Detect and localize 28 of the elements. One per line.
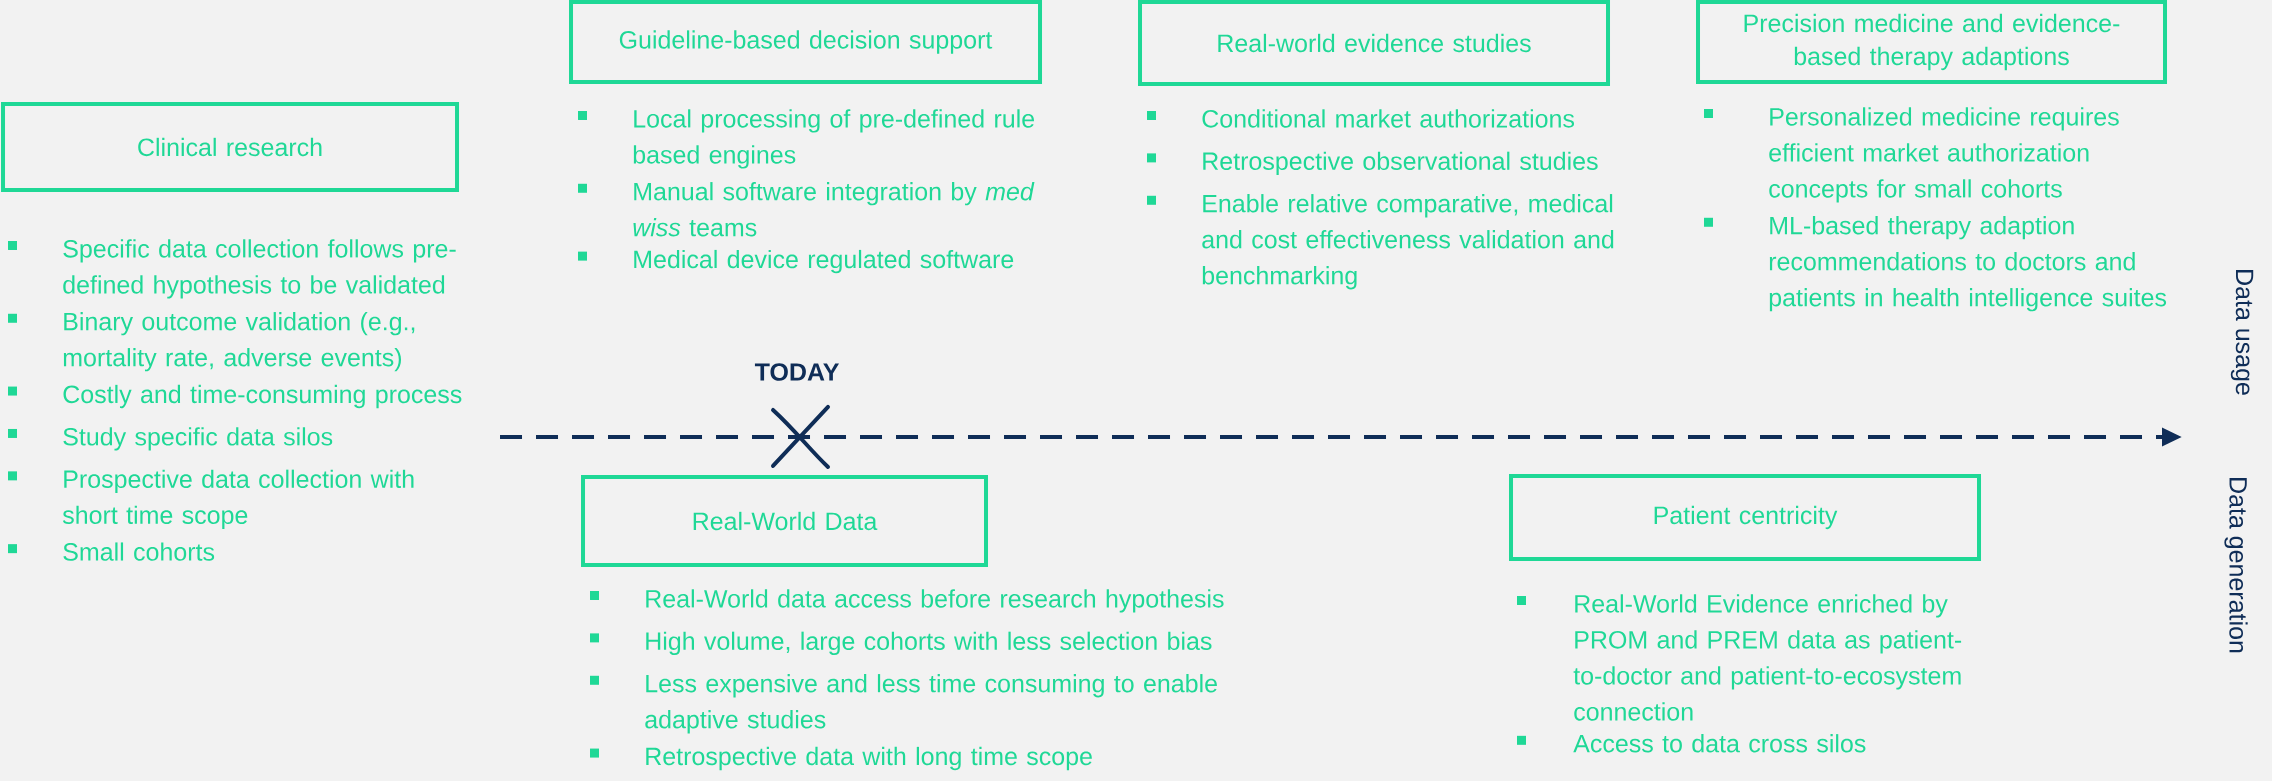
heading-box: Real-World Data	[581, 475, 988, 567]
bullet-item: Medical device regulated software	[578, 249, 1014, 274]
bullet-item: ML-based therapy adaption recommendations to doctors and patients in health intelligence suites	[1704, 216, 2167, 312]
axis-label: Data generation	[2224, 478, 2248, 653]
bullet-item: Less expensive and less time consuming to enable adaptive studies	[590, 674, 1217, 734]
heading-box: Patient centricity	[1509, 474, 1981, 561]
bullet-item: Costly and time-consuming process	[8, 384, 462, 409]
bullet-item: Small cohorts	[8, 542, 215, 561]
today-label: TODAY	[754, 363, 839, 381]
bullet-item: Binary outcome validation (e.g., mortality rate, adverse events)	[8, 312, 415, 372]
heading-box: Real-world evidence studies	[1138, 0, 1610, 86]
bullet-item: Study specific data silos	[8, 427, 333, 451]
bullet-item: Prospective data collection with short time scope	[8, 469, 414, 529]
bullet-item: Real-World Evidence enriched by PROM and PREM data as patient-to-doctor and patient-to-ecosystem connection	[1517, 594, 1962, 721]
heading-box: Guideline-based decision support	[569, 0, 1042, 84]
axis-label: Data usage	[2230, 270, 2254, 395]
bullet-item: Conditional market authorizations	[1147, 109, 1574, 128]
bullet-item: High volume, large cohorts with less selection bias	[590, 631, 1212, 655]
heading-box: Clinical research	[1, 102, 459, 192]
bullet-item: Access to data cross silos	[1517, 734, 1866, 753]
heading-box: Precision medicine and evidence-based therapy adaptions	[1696, 0, 2167, 84]
bullet-item: Manual software integration by med wiss teams	[578, 182, 1035, 237]
bullet-item: Real-World data access before research hypothesis	[590, 589, 1224, 613]
bullet-item: Personalized medicine requires efficient market authorization concepts for small cohorts	[1704, 107, 2119, 203]
bullet-item: Retrospective data with long time scope	[590, 746, 1092, 771]
bullet-item: Specific data collection follows pre-defined hypothesis to be validated	[8, 239, 456, 299]
bullet-item: Retrospective observational studies	[1147, 151, 1598, 175]
bullet-item: Enable relative comparative, medical and cost effectiveness validation and benchmarking	[1147, 194, 1614, 290]
